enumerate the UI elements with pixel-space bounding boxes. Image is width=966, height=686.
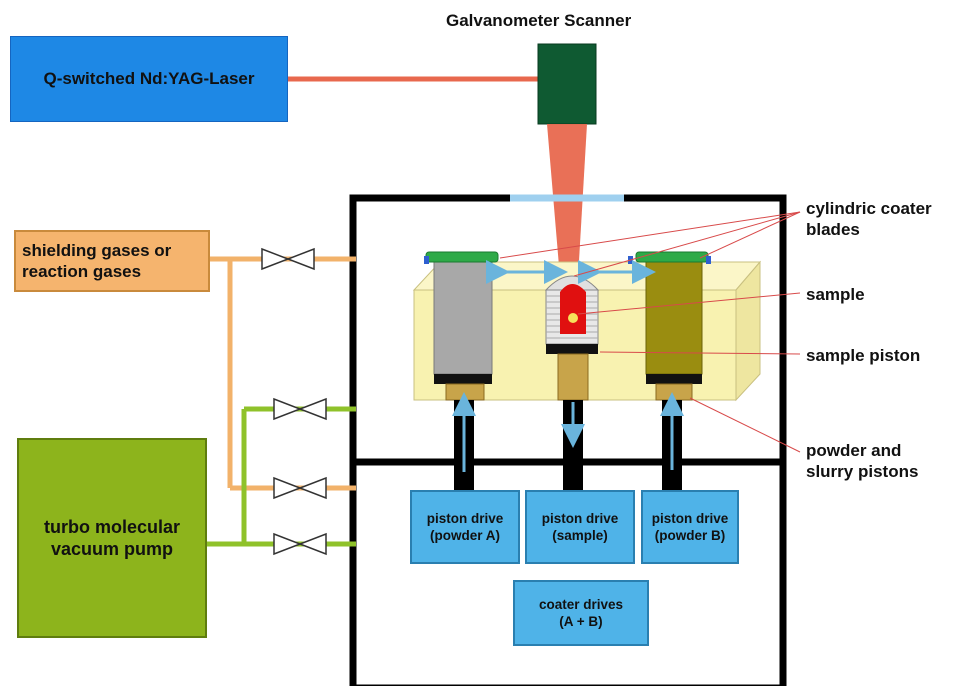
pump-label-line2: vacuum pump — [50, 539, 174, 559]
vacuum-pump-box: turbo molecular vacuum pump — [17, 438, 207, 638]
blade-end — [424, 256, 429, 264]
drive-a-line1: piston drive — [426, 511, 504, 526]
powder-pistons-label: powder and slurry pistons — [806, 440, 918, 482]
pump-label-line1: turbo molecular — [43, 517, 181, 537]
leader-lines — [499, 211, 801, 453]
laser-label: Q-switched Nd:YAG-Laser — [43, 69, 255, 88]
gas-supply-box: shielding gases or reaction gases — [14, 230, 210, 292]
gas-label-line1: shielding gases or — [22, 241, 172, 260]
drive-b-line2: (powder B) — [654, 528, 726, 543]
gas-label-line2: reaction gases — [22, 262, 142, 281]
drive-b-line1: piston drive — [651, 511, 729, 526]
sample-label: sample — [806, 285, 865, 304]
scanner-label: Galvanometer Scanner — [446, 11, 632, 30]
powder-label-line1: powder and — [806, 441, 902, 460]
gas-lines — [210, 256, 356, 491]
sample-piston-head — [546, 344, 598, 354]
coater-blades-label: cylindric coater blades — [806, 198, 932, 240]
sample-spot — [568, 313, 578, 323]
valve-icon — [273, 397, 327, 421]
coater-blade-a — [425, 251, 499, 263]
drive-a-line2: (powder A) — [429, 528, 500, 543]
powder-a-piston-head — [434, 374, 492, 384]
coater-drives-line1: coater drives — [538, 597, 624, 612]
drive-s-line2: (sample) — [552, 528, 608, 543]
sample-piston-label: sample piston — [806, 346, 921, 365]
powder-b-piston-base — [655, 383, 693, 401]
sample-body — [560, 284, 586, 334]
powder-b-cylinder — [645, 261, 703, 375]
powder-a-cylinder — [433, 261, 493, 375]
powder-a-piston-base — [445, 383, 485, 401]
blade-end — [706, 256, 711, 264]
piston-drive-sample: piston drive (sample) — [525, 490, 635, 564]
valve-icon — [273, 532, 327, 556]
laser-source-box: Q-switched Nd:YAG-Laser — [10, 36, 288, 122]
sample-piston-base — [557, 353, 589, 401]
coater-label-line2: blades — [806, 220, 860, 239]
valve-icon — [261, 247, 315, 271]
galvanometer-scanner — [537, 43, 597, 125]
piston-drive-powder-b: piston drive (powder B) — [641, 490, 739, 564]
coater-drives-box: coater drives (A + B) — [513, 580, 649, 646]
valve-icon — [273, 476, 327, 500]
coater-blade-b — [635, 251, 709, 263]
coater-drives-line2: (A + B) — [559, 614, 603, 629]
coater-label-line1: cylindric coater — [806, 199, 932, 218]
piston-drive-powder-a: piston drive (powder A) — [410, 490, 520, 564]
powder-b-piston-head — [646, 374, 702, 384]
drive-s-line1: piston drive — [541, 511, 619, 526]
powder-label-line2: slurry pistons — [806, 462, 919, 481]
